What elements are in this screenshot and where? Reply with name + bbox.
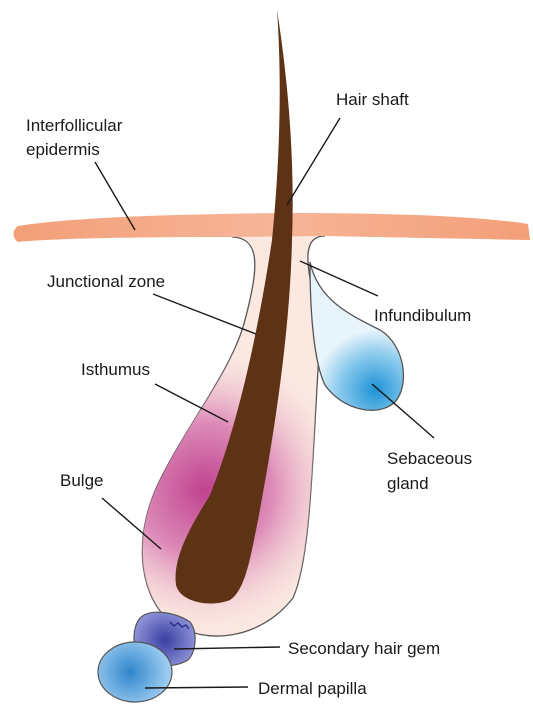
label-interfollicular-epidermis: Interfollicular epidermis: [26, 116, 127, 159]
sebaceous-gland: [310, 262, 403, 410]
label-hair-shaft: Hair shaft: [336, 90, 409, 109]
label-sebaceous-line2: gland: [387, 474, 429, 493]
leader-dermal-papilla: [145, 687, 248, 688]
label-dermal-papilla: Dermal papilla: [258, 679, 367, 698]
label-interfollicular-line1: Interfollicular: [26, 116, 123, 135]
leader-junctional-zone: [153, 294, 256, 334]
label-infundibulum: Infundibulum: [374, 306, 471, 325]
label-junctional-zone: Junctional zone: [47, 272, 165, 291]
label-sebaceous-line1: Sebaceous: [387, 449, 472, 468]
label-secondary-hair-germ: Secondary hair gem: [288, 639, 440, 658]
label-sebaceous-gland: Sebaceous gland: [387, 449, 477, 493]
label-isthmus: Isthumus: [81, 360, 150, 379]
leader-hair-shaft: [287, 118, 340, 205]
leader-sebaceous-gland: [372, 384, 434, 438]
label-bulge: Bulge: [60, 471, 103, 490]
label-interfollicular-line2: epidermis: [26, 140, 100, 159]
dermal-papilla: [98, 642, 172, 702]
